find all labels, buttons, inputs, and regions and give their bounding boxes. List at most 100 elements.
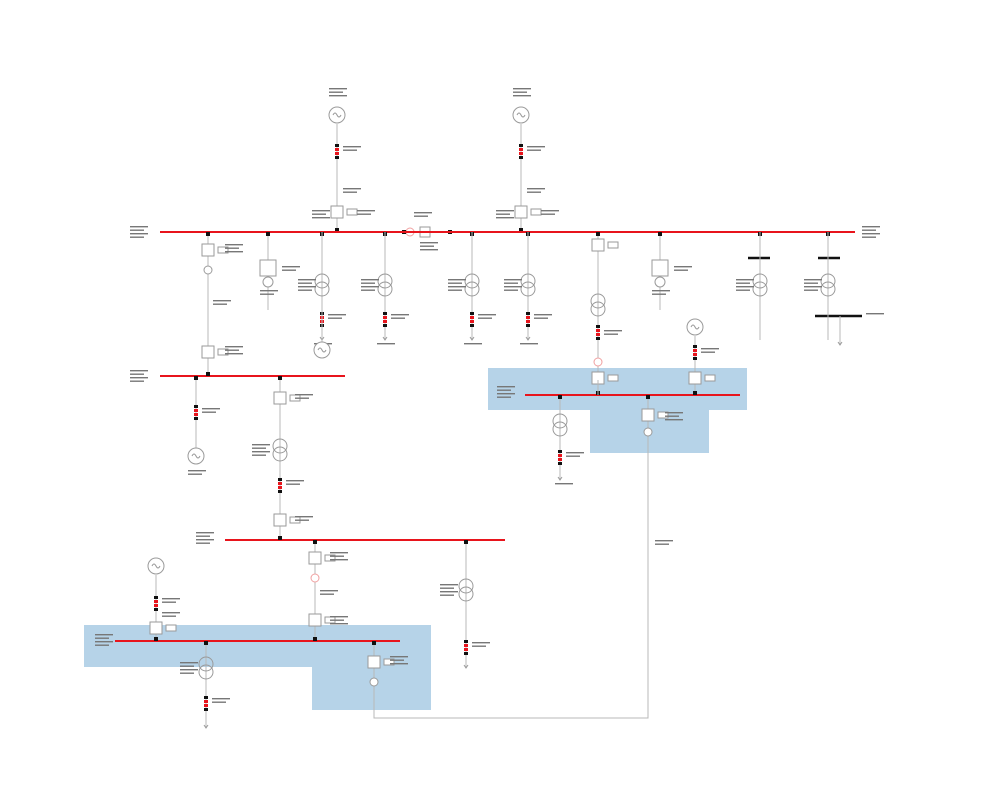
breaker-icon bbox=[308, 551, 322, 565]
label-text bbox=[357, 213, 371, 215]
status-indicator bbox=[154, 596, 158, 599]
label-text bbox=[330, 619, 344, 621]
label-text bbox=[862, 226, 880, 228]
status-indicator bbox=[693, 349, 697, 352]
label-text bbox=[330, 616, 348, 618]
label-text bbox=[497, 389, 511, 391]
status-indicator bbox=[693, 345, 697, 348]
status-indicator bbox=[519, 148, 523, 151]
label-text bbox=[497, 396, 511, 398]
transformer-icon bbox=[272, 446, 288, 462]
bus-node bbox=[658, 232, 662, 236]
label-text bbox=[298, 282, 312, 284]
sine-wave-icon bbox=[317, 347, 327, 353]
label-text bbox=[188, 473, 202, 475]
label-text bbox=[252, 451, 270, 453]
label-text bbox=[130, 236, 144, 238]
status-indicator bbox=[278, 478, 282, 481]
label-text bbox=[252, 454, 266, 456]
load-arrow-icon bbox=[463, 664, 469, 669]
label-text bbox=[513, 95, 531, 97]
label-text bbox=[95, 641, 113, 643]
label-text bbox=[130, 373, 144, 375]
label-text bbox=[604, 333, 618, 335]
relay-icon bbox=[165, 624, 177, 632]
breaker-icon bbox=[330, 205, 344, 219]
status-indicator bbox=[464, 648, 468, 651]
status-indicator bbox=[335, 156, 339, 159]
label-text bbox=[188, 470, 206, 472]
transformer-icon bbox=[820, 273, 836, 289]
status-indicator bbox=[204, 708, 208, 711]
load-arrow-icon bbox=[525, 336, 531, 341]
label-text bbox=[534, 314, 552, 316]
label-text bbox=[343, 149, 357, 151]
transformer-icon bbox=[820, 281, 836, 297]
label-text bbox=[414, 212, 432, 214]
label-text bbox=[320, 590, 338, 592]
label-text bbox=[390, 659, 404, 661]
label-text bbox=[95, 637, 109, 639]
label-text bbox=[520, 343, 538, 345]
label-text bbox=[513, 91, 527, 93]
label-text bbox=[377, 343, 395, 345]
label-text bbox=[330, 623, 348, 625]
label-text bbox=[604, 330, 622, 332]
label-text bbox=[329, 95, 347, 97]
label-text bbox=[330, 552, 348, 554]
label-text bbox=[130, 233, 148, 235]
label-text bbox=[130, 229, 144, 231]
ct-icon bbox=[643, 427, 653, 437]
bus-node bbox=[558, 395, 562, 399]
transformer-icon bbox=[590, 301, 606, 317]
label-text bbox=[130, 377, 148, 379]
label-text bbox=[252, 444, 270, 446]
label-text bbox=[478, 314, 496, 316]
label-text bbox=[282, 266, 300, 268]
transformer-icon bbox=[590, 293, 606, 309]
label-text bbox=[298, 289, 312, 291]
status-indicator bbox=[596, 325, 600, 328]
label-text bbox=[361, 289, 375, 291]
label-text bbox=[225, 247, 239, 249]
status-indicator bbox=[558, 462, 562, 465]
relay-icon bbox=[704, 374, 716, 382]
status-indicator bbox=[470, 312, 474, 315]
label-text bbox=[330, 555, 344, 557]
status-indicator bbox=[154, 600, 158, 603]
label-text bbox=[95, 634, 113, 636]
label-text bbox=[472, 645, 486, 647]
label-text bbox=[420, 242, 438, 244]
label-text bbox=[496, 217, 514, 219]
status-indicator bbox=[526, 316, 530, 319]
label-text bbox=[162, 601, 176, 603]
inverter-icon bbox=[259, 259, 277, 277]
label-text bbox=[391, 317, 405, 319]
label-text bbox=[804, 289, 818, 291]
relay-icon bbox=[657, 411, 669, 419]
breaker-icon bbox=[367, 655, 381, 669]
bus-node bbox=[464, 540, 468, 544]
label-text bbox=[180, 665, 194, 667]
label-text bbox=[212, 701, 226, 703]
status-indicator bbox=[470, 320, 474, 323]
label-text bbox=[180, 662, 198, 664]
label-text bbox=[420, 249, 438, 251]
breaker-icon bbox=[273, 513, 287, 527]
sine-wave-icon bbox=[332, 112, 342, 118]
status-indicator bbox=[154, 608, 158, 611]
status-indicator bbox=[526, 320, 530, 323]
status-indicator bbox=[383, 324, 387, 327]
label-text bbox=[180, 672, 194, 674]
zone-area bbox=[312, 667, 431, 710]
relay-icon bbox=[217, 246, 229, 254]
sine-wave-icon bbox=[151, 563, 161, 569]
status-indicator bbox=[596, 329, 600, 332]
load-arrow-icon bbox=[382, 336, 388, 341]
label-text bbox=[252, 447, 266, 449]
status-indicator bbox=[335, 144, 339, 147]
status-indicator bbox=[194, 409, 198, 412]
status-indicator bbox=[596, 333, 600, 336]
transformer-icon bbox=[552, 413, 568, 429]
label-text bbox=[566, 452, 584, 454]
